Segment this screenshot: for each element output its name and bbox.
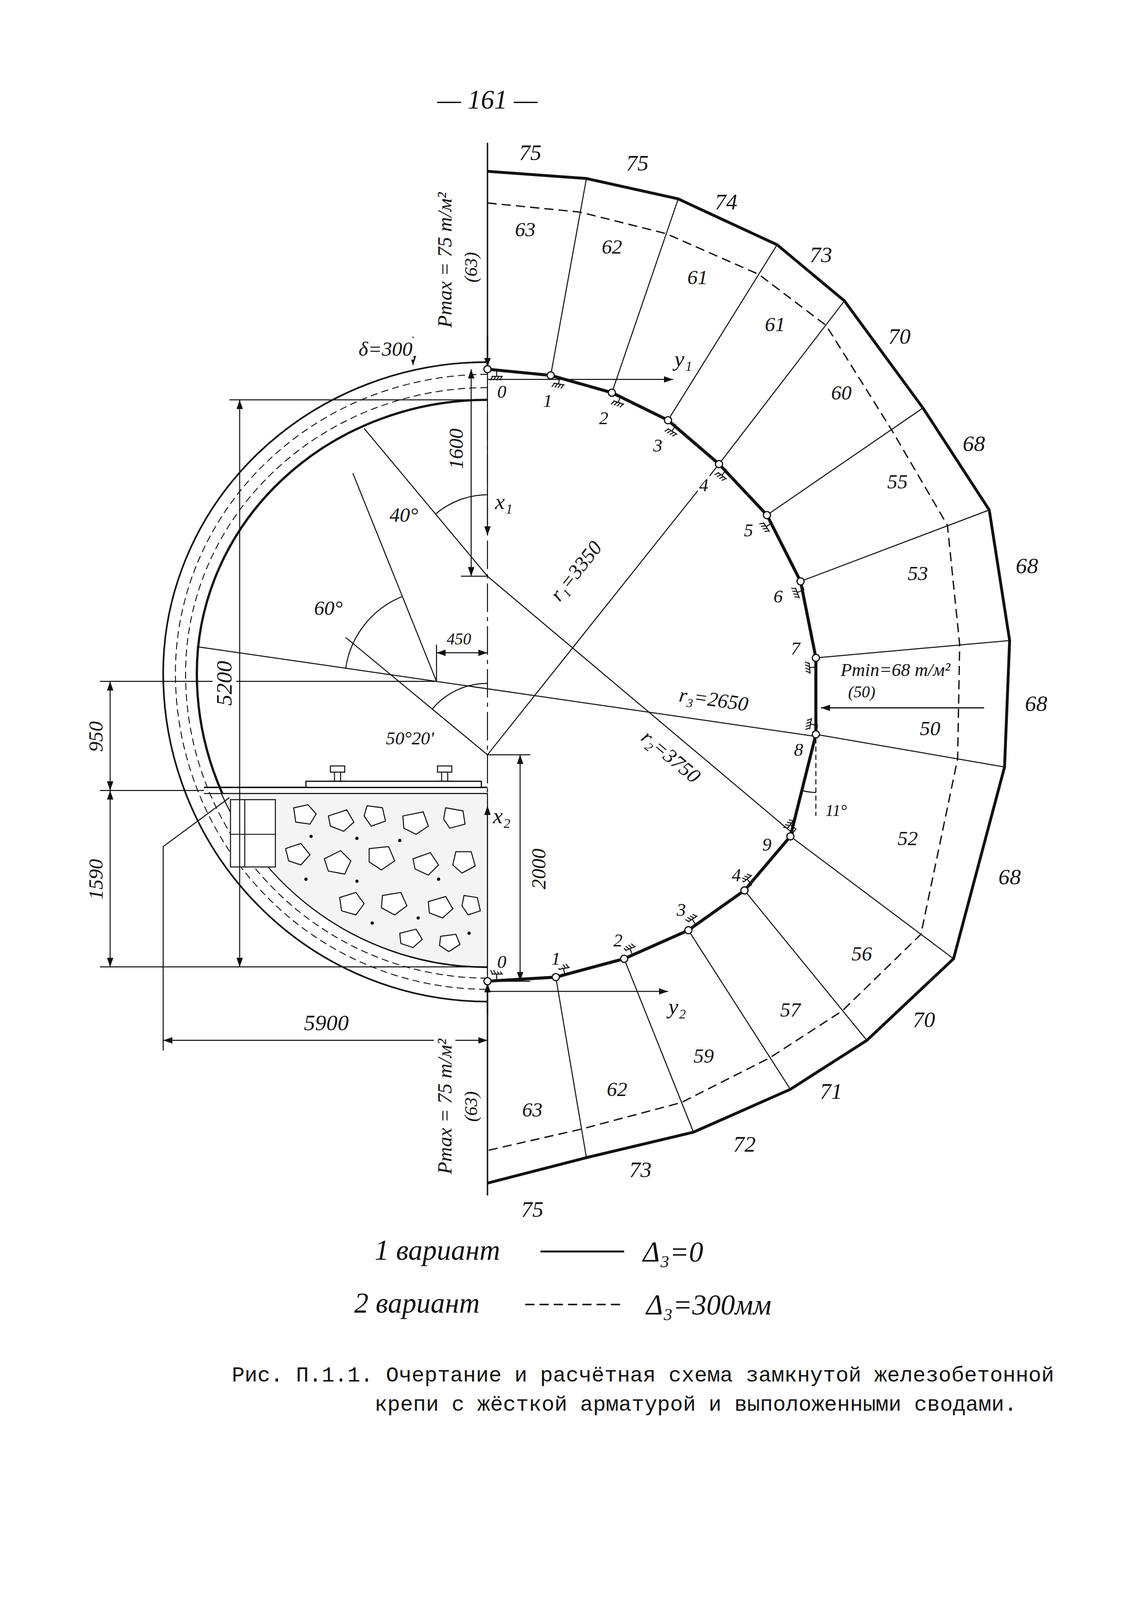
dimension-label: 2000: [527, 847, 550, 891]
node-number: 8: [792, 740, 805, 760]
pressure-label: (63): [461, 250, 481, 284]
load-value-reduced: 63: [513, 218, 537, 241]
load-value: 75: [517, 141, 543, 166]
dimension-label: 950: [85, 719, 107, 753]
node-number: 4: [697, 475, 710, 495]
load-diagram: [487, 171, 1010, 1183]
node-number: 1: [541, 391, 554, 411]
load-value-reduced: 53: [906, 562, 930, 584]
geometry-lines: [197, 428, 816, 831]
legend-text: 1 вариант: [373, 1235, 502, 1266]
centre-line: [487, 142, 488, 1196]
dimension-label: 11°: [824, 802, 849, 820]
hinge-points: [483, 365, 820, 985]
load-value: 71: [818, 1079, 844, 1104]
node-number: 6: [772, 586, 784, 607]
legend-text: 2 вариант: [352, 1288, 482, 1319]
load-value-reduced: 61: [763, 313, 787, 336]
load-value-reduced: 57: [778, 998, 803, 1021]
dimension-label: 1590: [85, 857, 107, 901]
legend-value: Δ₃=300мм: [644, 1290, 774, 1321]
axis-label: x₁: [493, 489, 514, 514]
load-value-reduced: 55: [886, 470, 910, 493]
load-value-reduced: 56: [850, 942, 874, 965]
page-number: — 161 —: [435, 86, 540, 115]
pressure-label: Pmax = 75 т/м²: [434, 1037, 456, 1176]
load-value: 68: [961, 431, 987, 456]
load-value-reduced: 60: [830, 381, 854, 404]
node-number: 7: [789, 638, 802, 659]
dimension-label: r₁=3350: [545, 536, 608, 607]
dimension-label: r₃=2650: [676, 684, 752, 716]
load-value: 70: [887, 324, 913, 349]
load-value-reduced: 50: [918, 717, 942, 739]
load-value-reduced: 63: [520, 1099, 545, 1121]
load-value: 73: [627, 1157, 654, 1182]
load-value: 70: [911, 1007, 937, 1032]
node-number: 2: [612, 930, 624, 950]
load-value: 75: [624, 151, 650, 176]
node-number: 0: [495, 952, 508, 972]
load-value: 68: [1014, 554, 1040, 578]
load-value-reduced: 52: [896, 827, 920, 850]
pressure-label: Pmax = 75 т/м²: [434, 191, 456, 330]
load-value: 72: [731, 1132, 758, 1157]
dimension-label: 40°: [388, 504, 420, 526]
dimension-label: r₂=3750: [636, 725, 706, 789]
load-value-reduced: 59: [692, 1044, 716, 1067]
node-number: 0: [495, 382, 508, 402]
axis-label: y₂: [666, 994, 688, 1019]
load-value-reduced: 62: [600, 236, 624, 258]
load-value: 68: [996, 865, 1023, 889]
node-number: 2: [597, 408, 610, 428]
pressure-label: (50): [846, 684, 877, 702]
axis-label: y₁: [673, 347, 694, 371]
node-number: 1: [549, 949, 562, 969]
pressure-label: (63): [461, 1089, 481, 1124]
track-ballast: [163, 765, 488, 967]
dimension-label: 50°20': [384, 728, 436, 748]
dimension-label: 5200: [212, 659, 237, 707]
figure-caption: Рис. П.1.1. Очертание и расчётная схема …: [231, 1361, 1130, 1420]
load-value: 68: [1023, 691, 1049, 716]
pressure-label: Pmin=68 т/м²: [839, 660, 952, 680]
axis-label: x₂: [491, 804, 513, 828]
elastic-supports: [487, 369, 819, 982]
node-number: 3: [651, 435, 664, 456]
load-value-reduced: 62: [605, 1078, 629, 1100]
node-number: 9: [761, 834, 774, 854]
load-value: 74: [713, 190, 739, 214]
legend-value: Δ₃=0: [641, 1237, 705, 1268]
load-value: 75: [519, 1197, 545, 1222]
dimension-label: 450: [445, 630, 473, 649]
dimension-label: δ=300: [357, 337, 414, 360]
node-number: 4: [730, 865, 743, 885]
node-number: 3: [675, 900, 688, 920]
dimension-label: 1600: [445, 426, 467, 471]
dimension-label: 60°: [312, 596, 345, 619]
node-number: 5: [742, 520, 755, 540]
dimension-label: 5900: [302, 1011, 350, 1035]
dimension-lines: [99, 336, 531, 1051]
load-value: 73: [808, 243, 834, 267]
load-value-reduced: 61: [685, 266, 710, 289]
legend-samples: [525, 1251, 625, 1305]
